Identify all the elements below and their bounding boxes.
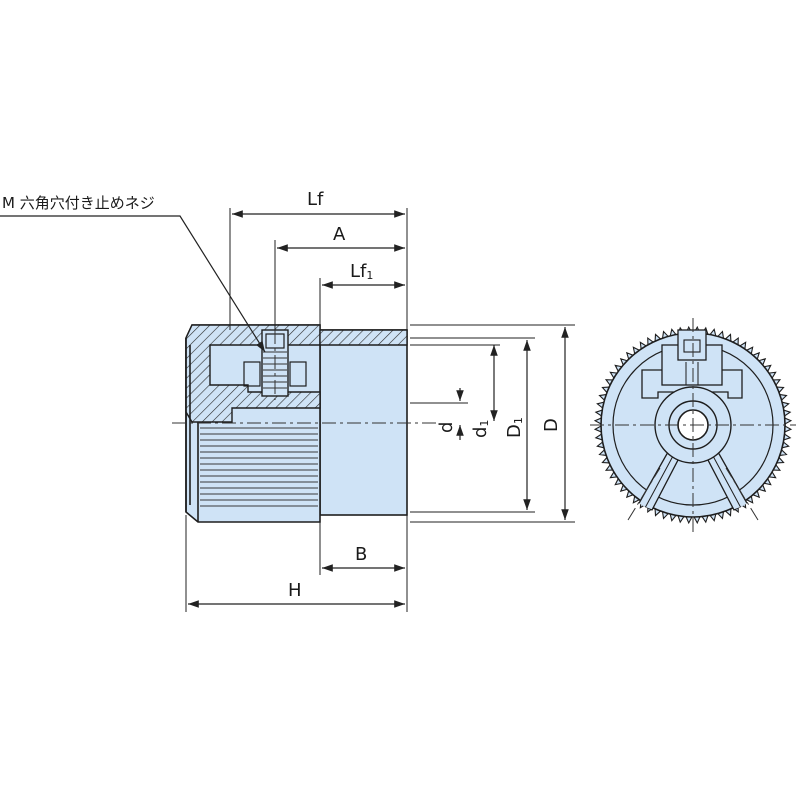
label-D1-sub: 1	[512, 417, 525, 424]
knurl-lines	[200, 427, 318, 507]
label-Lf1-main: Lf	[350, 261, 367, 282]
label-D1-main: D	[504, 424, 525, 438]
label-D: D	[541, 418, 562, 432]
label-Lf1-sub: 1	[366, 269, 373, 282]
label-A: A	[333, 224, 346, 245]
label-B: B	[355, 544, 367, 565]
sleeve-hatch	[319, 329, 408, 346]
dimension-labels: M 六角穴付き止めネジ Lf A Lf1 B H d d1 D1 D	[2, 189, 562, 601]
label-Lf: Lf	[307, 189, 324, 210]
label-d: d	[436, 422, 457, 433]
label-d1-sub: 1	[478, 420, 491, 427]
label-H: H	[288, 580, 302, 601]
label-d1: d1	[470, 420, 491, 438]
side-view	[172, 324, 440, 523]
dimension-lines	[0, 208, 575, 612]
label-D1: D1	[504, 417, 525, 438]
label-d1-main: d	[470, 427, 491, 438]
front-view	[590, 318, 796, 532]
callout-note: M 六角穴付き止めネジ	[2, 194, 155, 212]
label-Lf1: Lf1	[350, 261, 373, 282]
